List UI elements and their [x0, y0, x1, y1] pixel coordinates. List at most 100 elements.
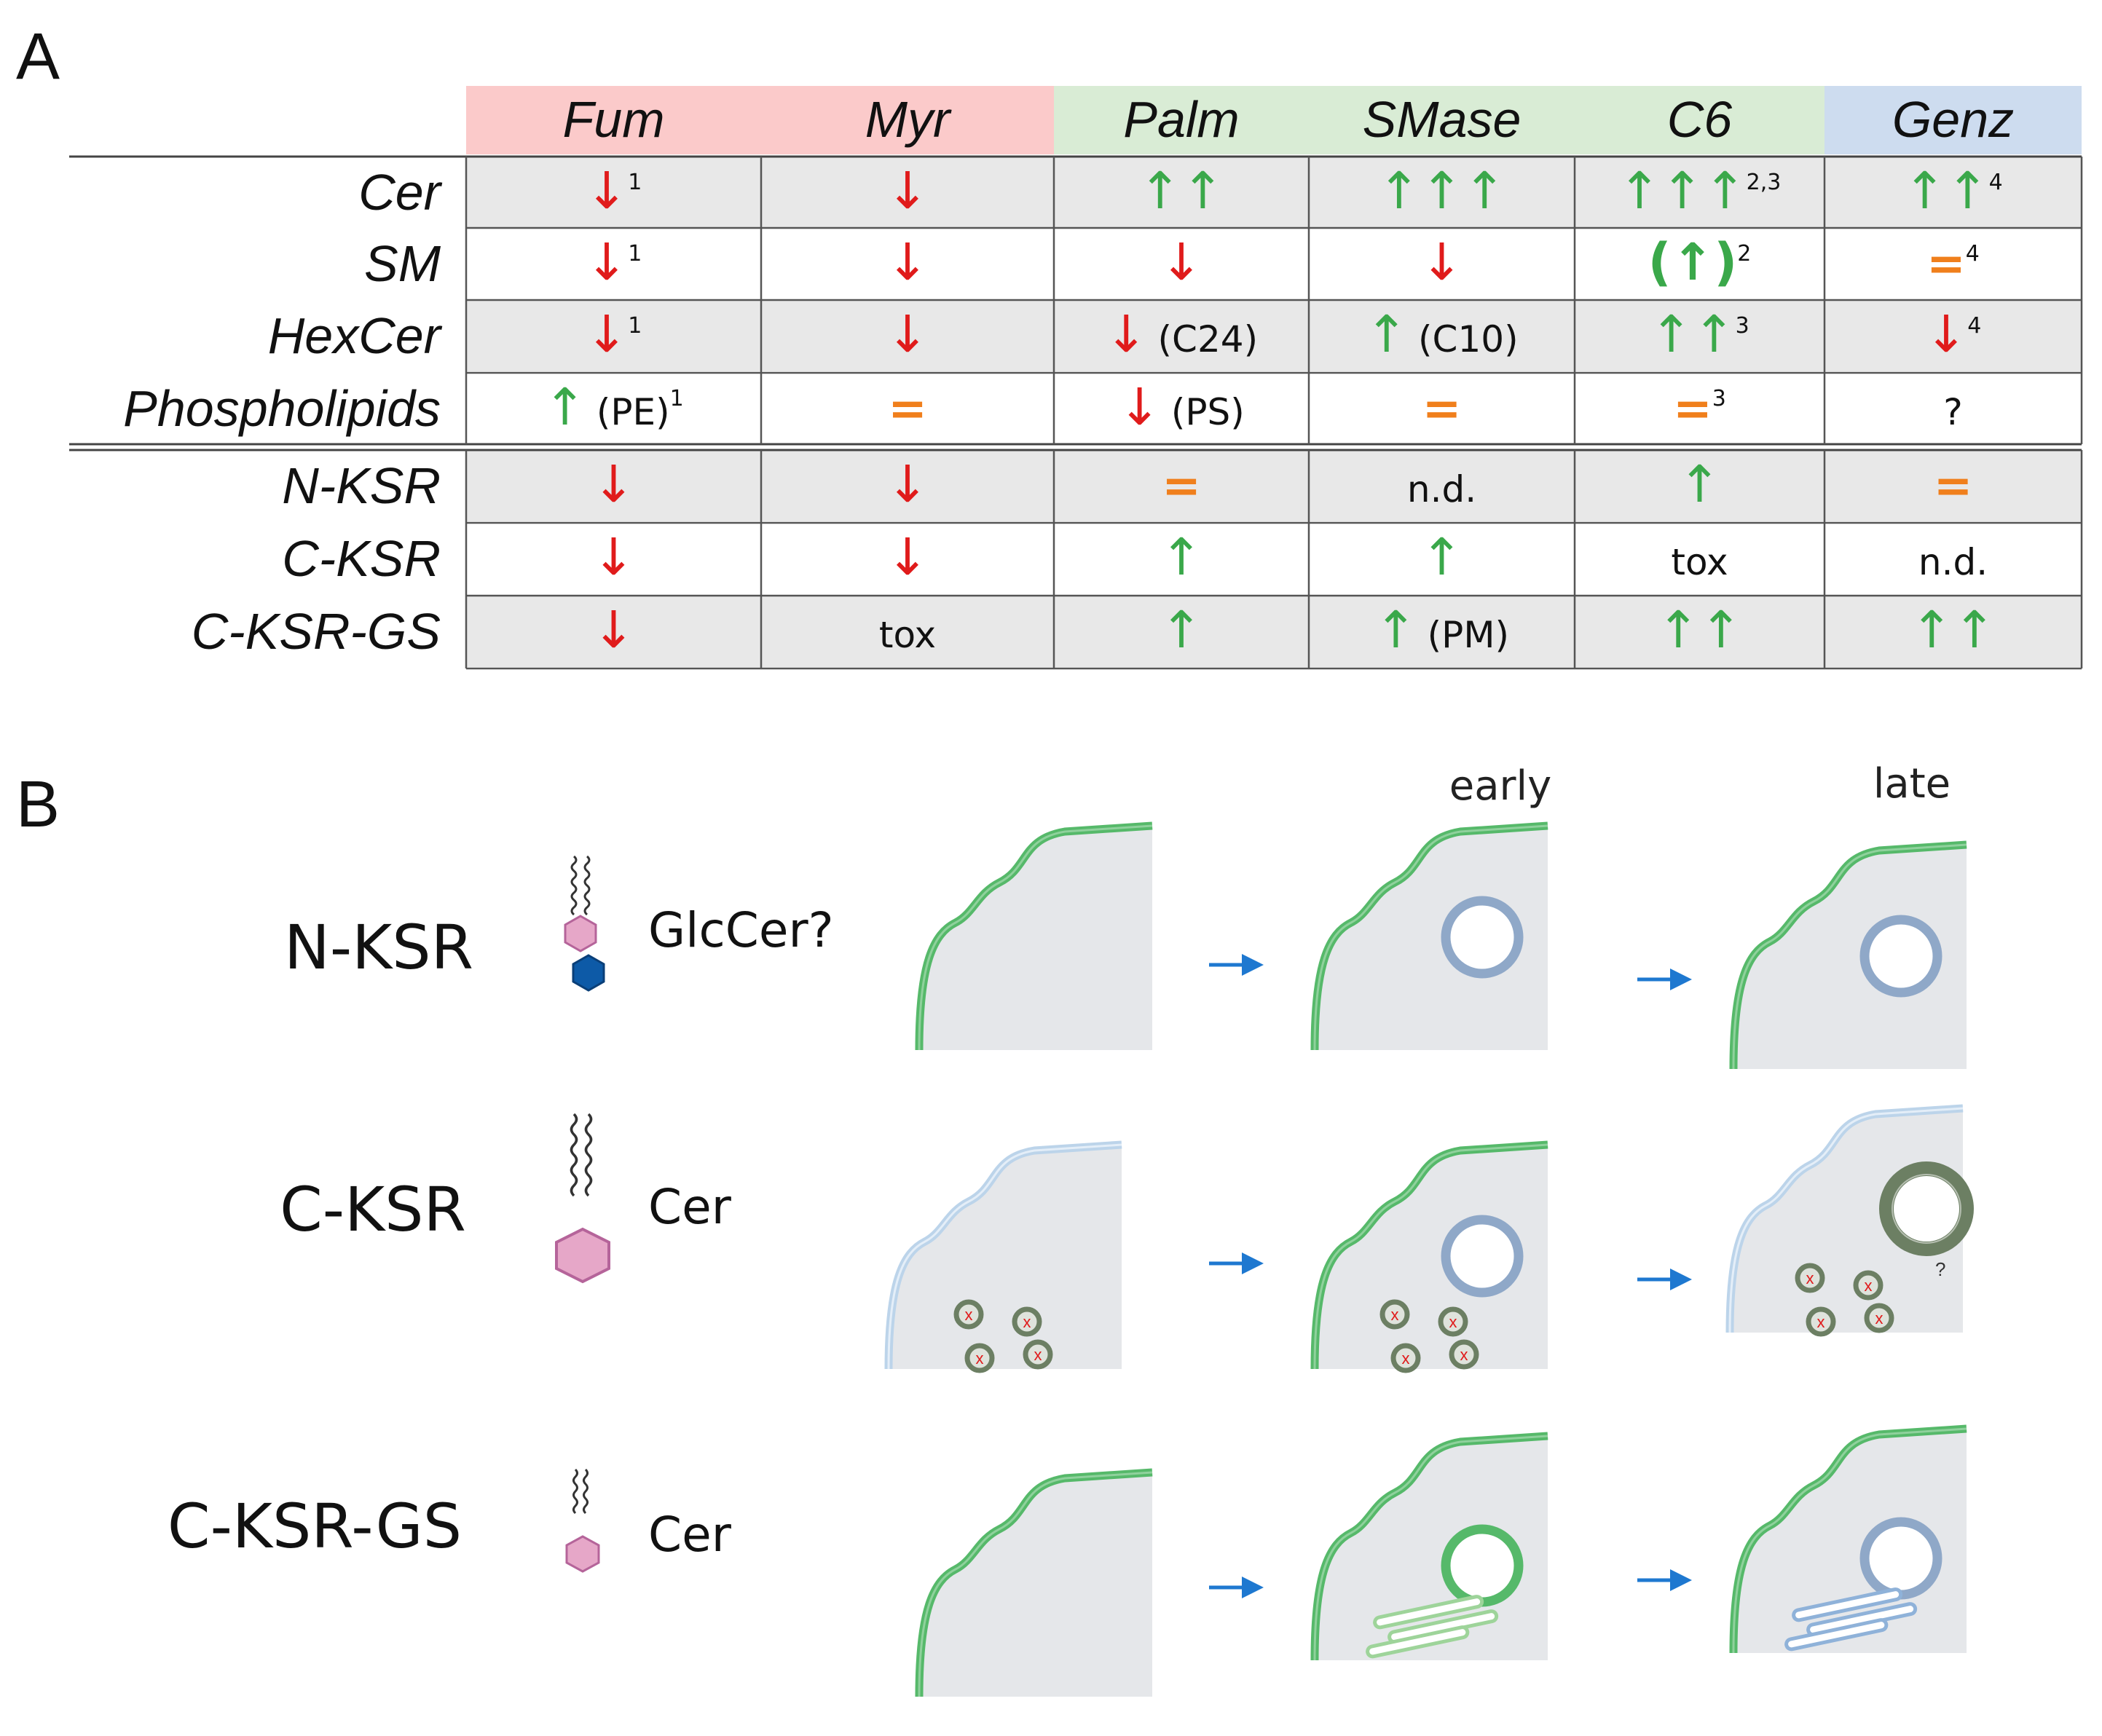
- header-cell-genz: [1825, 86, 2082, 154]
- vesicle-inner: [1451, 1225, 1513, 1287]
- vesicle-inner: [1892, 1174, 1961, 1244]
- plasma-membrane-inner: [1313, 1435, 1548, 1661]
- plasma-membrane-inner: [1732, 843, 1967, 1070]
- cell-sm-smase: ↓: [1420, 232, 1463, 292]
- plasma-membrane-inner: [918, 824, 1153, 1051]
- row-label-cer: Cer: [358, 164, 442, 221]
- cell-c-ksr-palm: ↑: [1160, 527, 1203, 587]
- column-header-c6: C6: [1667, 91, 1733, 148]
- header-cell-c6: [1575, 86, 1825, 154]
- vesicle-inner: [1451, 906, 1513, 968]
- cell-sm-myr: ↓: [886, 232, 929, 292]
- stage-label-late: late: [1873, 760, 1951, 808]
- golgi-cisterna: [1792, 1587, 1903, 1622]
- small-vesicle: [1806, 1306, 1836, 1337]
- cross-mark: x: [1875, 1309, 1883, 1327]
- cell-phospholipids-palm: ↓(PS): [1118, 377, 1245, 437]
- cell-c-ksr-fum: ↓: [592, 527, 635, 587]
- cell-phospholipids-c6: =3: [1673, 382, 1726, 436]
- cell-panel-7: [915, 1468, 1153, 1697]
- cytoplasm: [889, 1145, 1122, 1369]
- cross-mark: x: [965, 1306, 973, 1324]
- vesicle: [1859, 915, 1942, 998]
- small-vesicle: [1853, 1270, 1883, 1301]
- ligand-label-n-ksr: GlcCer?: [648, 902, 834, 958]
- cell-panel-9: [1729, 1424, 1967, 1654]
- cell-panel-2: [1310, 821, 1548, 1051]
- cytoplasm: [919, 826, 1152, 1050]
- cell-c-ksr-c6: tox: [1671, 541, 1728, 583]
- vesicle: [1879, 1161, 1974, 1256]
- row-bg-c-ksr-gs: [466, 596, 2082, 667]
- cell-c-ksr-gs-myr: tox: [879, 614, 936, 656]
- cell-cer-genz: ↑↑4: [1903, 161, 2002, 221]
- cross-mark: x: [1865, 1277, 1873, 1295]
- cross-mark: x: [1460, 1346, 1468, 1364]
- header-cell-myr: [761, 86, 1054, 154]
- small-vesicle: [1449, 1339, 1479, 1370]
- small-vesicle: [1023, 1339, 1053, 1370]
- plasma-membrane-inner: [1732, 1427, 1967, 1654]
- small-vesicle: [1438, 1306, 1468, 1337]
- cell-cer-fum: ↓1: [586, 161, 642, 221]
- cell-cer-smase: ↑↑↑: [1378, 161, 1506, 221]
- column-header-fum: Fum: [563, 91, 665, 148]
- ligand-label-c-ksr: Cer: [648, 1179, 732, 1235]
- cross-mark: x: [1806, 1269, 1814, 1287]
- plasma-membrane-inner: [1313, 824, 1548, 1051]
- cross-mark: x: [1449, 1313, 1457, 1331]
- cell-n-ksr-genz: =: [1934, 459, 1973, 513]
- column-header-palm: Palm: [1123, 91, 1239, 148]
- lipid-cer-large-icon: [555, 1113, 610, 1284]
- cell-sm-palm: ↓: [1160, 232, 1203, 292]
- cell-panel-1: [915, 821, 1153, 1051]
- lipid-cer-small-icon: [565, 1468, 600, 1573]
- row-label-n-ksr: N-KSR: [284, 912, 473, 983]
- cell-c-ksr-gs-smase: ↑(PM): [1374, 600, 1509, 660]
- row-label-phospholipids: Phospholipids: [123, 380, 441, 437]
- stage-label-early: early: [1449, 762, 1552, 810]
- row-bg-n-ksr: [466, 450, 2082, 521]
- cytoplasm: [1733, 845, 1967, 1069]
- vesicle: [1441, 896, 1524, 979]
- cross-mark: x: [976, 1349, 984, 1368]
- cell-phospholipids-smase: =: [1422, 382, 1462, 436]
- cell-cer-palm: ↑↑: [1138, 161, 1224, 221]
- cell-c-ksr-gs-fum: ↓: [592, 600, 635, 660]
- row-label-c-ksr-gs: C-KSR-GS: [168, 1491, 462, 1562]
- vesicle: [1859, 1517, 1942, 1600]
- plasma-membrane-inner: [887, 1143, 1122, 1370]
- cross-mark: x: [1023, 1313, 1031, 1331]
- cell-phospholipids-genz: ?: [1943, 391, 1963, 433]
- cytoplasm: [919, 1472, 1152, 1697]
- cell-c-ksr-gs-genz: ↑↑: [1910, 600, 1996, 660]
- vesicle-inner: [1870, 1527, 1932, 1590]
- cytoplasm: [1315, 826, 1548, 1050]
- cell-n-ksr-fum: ↓: [592, 454, 635, 514]
- row-label-c-ksr-gs: C-KSR-GS: [192, 603, 441, 660]
- panel-b-label: B: [16, 768, 60, 841]
- column-header-smase: SMase: [1363, 91, 1522, 148]
- header-cell-fum: [466, 86, 761, 154]
- row-label-hexcer: HexCer: [268, 307, 443, 364]
- question-mark: ?: [1935, 1258, 1945, 1280]
- cross-mark: x: [1402, 1349, 1410, 1368]
- row-label-sm: SM: [364, 235, 441, 292]
- small-vesicle: [964, 1343, 995, 1373]
- cell-hexcer-genz: ↓4: [1925, 304, 1982, 364]
- header-cell-palm: [1054, 86, 1309, 154]
- column-header-myr: Myr: [865, 91, 952, 148]
- cell-sm-c6: (↑)2: [1648, 232, 1752, 292]
- cell-c-ksr-gs-c6: ↑↑: [1657, 600, 1742, 660]
- cell-hexcer-smase: ↑(C10): [1365, 304, 1518, 364]
- cell-c-ksr-genz: n.d.: [1918, 541, 1988, 583]
- cell-hexcer-fum: ↓1: [586, 304, 642, 364]
- plasma-membrane-inner: [918, 1471, 1153, 1697]
- cell-n-ksr-myr: ↓: [886, 454, 929, 514]
